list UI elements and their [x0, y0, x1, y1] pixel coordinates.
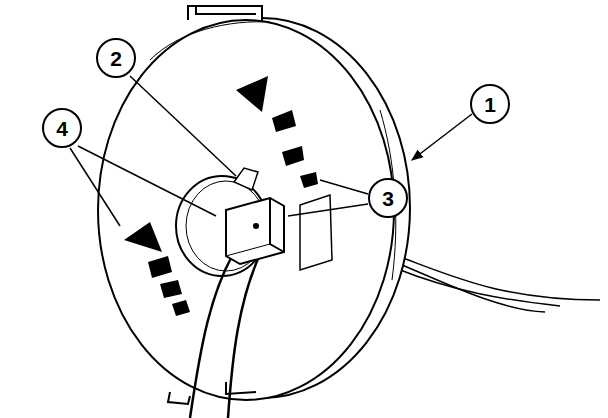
callout-number: 1: [484, 94, 496, 115]
callout-circle: 2: [96, 38, 136, 78]
callout-circle: 4: [42, 108, 82, 148]
callout-number: 2: [110, 48, 122, 69]
callout-circle: 1: [470, 84, 510, 124]
callout-circle: 3: [368, 178, 408, 218]
callout-number: 3: [382, 188, 394, 209]
callout-number: 4: [56, 118, 68, 139]
